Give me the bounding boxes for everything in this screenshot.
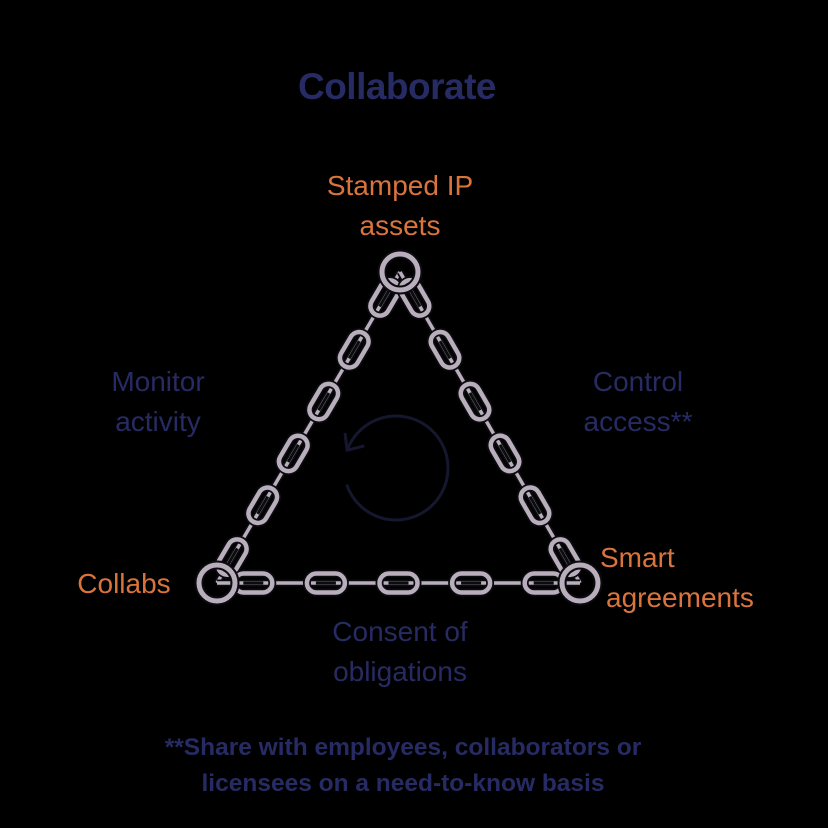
chain-link-icon (244, 483, 282, 527)
chain-link-icon (274, 431, 312, 476)
vertex-label-top: Stamped IP assets (326, 170, 474, 241)
vertex-label-right: Smart agreements (600, 542, 754, 613)
cycle-arrow-icon (343, 414, 450, 522)
chain-link-icon (546, 535, 584, 579)
vertex-label-left: Collabs (77, 568, 171, 599)
chain-link-icon (456, 379, 494, 424)
chain-link-icon (448, 569, 495, 597)
chain-link-icon (426, 328, 464, 372)
chain-edge-left (213, 270, 404, 585)
footnote-line-1: **Share with employees, collaborators or (164, 734, 642, 761)
edge-label-right: Control access** (583, 366, 693, 437)
ring-left (194, 560, 240, 606)
edge-label-left: Monitor activity (111, 366, 205, 437)
chain-link-icon (213, 535, 251, 579)
chain-link-icon (486, 431, 524, 476)
footnote: **Share with employees, collaborators or… (0, 730, 806, 802)
corner-rings (194, 249, 603, 606)
chain-link-icon (396, 276, 434, 320)
diagram-title: Collaborate (297, 66, 497, 107)
chain-link-icon (302, 569, 349, 597)
edge-label-bottom: Consent of obligations (332, 616, 468, 687)
footnote-line-2: licensees on a need-to-know basis (201, 770, 605, 797)
chain-link-icon (366, 276, 404, 320)
chain-link-icon (375, 569, 422, 597)
chain-edge-bottom (217, 569, 580, 597)
chain-link-icon (335, 328, 373, 372)
chain-link-icon (305, 379, 343, 424)
chain-links (213, 270, 584, 597)
ring-right (557, 560, 603, 606)
chain-edge-right (396, 270, 584, 585)
chain-link-icon (516, 483, 554, 527)
ring-top (377, 249, 423, 295)
